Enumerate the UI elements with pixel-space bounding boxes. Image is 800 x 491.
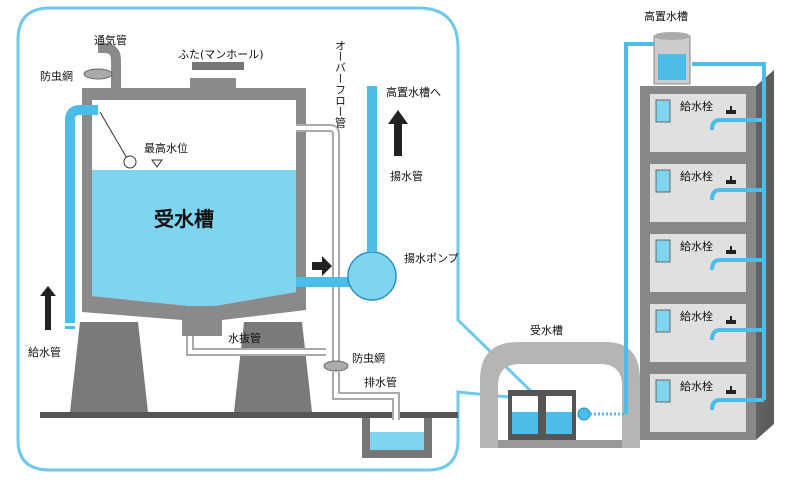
supply-arrow bbox=[40, 286, 56, 330]
label-max-water-level: 最高水位 bbox=[144, 141, 188, 155]
label-drainage-pipe: 排水管 bbox=[364, 375, 397, 389]
faucet-handles bbox=[726, 106, 736, 394]
riser-pipe bbox=[624, 42, 654, 414]
vent-pipe-shape bbox=[98, 43, 121, 88]
receiving-tank-unit-1 bbox=[508, 390, 542, 440]
label-faucet-2: 給水栓 bbox=[680, 169, 713, 183]
label-pump: 揚水ポンプ bbox=[404, 252, 459, 265]
label-faucet-1: 給水栓 bbox=[680, 99, 713, 113]
tank-support-left bbox=[70, 322, 148, 412]
insect-screen-bottom-shape bbox=[323, 360, 349, 372]
label-faucet-5: 給水栓 bbox=[680, 379, 713, 393]
label-faucet-3: 給水栓 bbox=[680, 239, 713, 253]
label-pump-pipe: 揚水管 bbox=[390, 169, 423, 183]
tank-water bbox=[92, 170, 296, 306]
manhole-lid bbox=[192, 62, 244, 70]
label-elevated-tank: 高置水槽 bbox=[644, 9, 688, 23]
label-tank-name: 受水槽 bbox=[154, 207, 214, 231]
pump-up-arrow bbox=[388, 110, 408, 156]
label-insect-screen-top: 防虫網 bbox=[40, 69, 73, 83]
down-pipe bbox=[692, 62, 766, 400]
receiving-tank-unit-2 bbox=[542, 390, 576, 440]
insect-screen-top-shape bbox=[83, 68, 113, 80]
elevated-tank-shape bbox=[653, 32, 691, 85]
pump-shape bbox=[347, 251, 397, 301]
label-manhole: ふた(マンホール) bbox=[178, 48, 264, 61]
tank-support-right bbox=[234, 322, 312, 412]
building-floors bbox=[650, 94, 746, 432]
label-overflow-pipe: オーバーフロー管 bbox=[334, 40, 347, 129]
faucet-branches bbox=[710, 118, 764, 411]
label-faucet-4: 給水栓 bbox=[680, 309, 713, 323]
label-drain-pipe: 水抜管 bbox=[228, 331, 261, 345]
label-vent-pipe: 通気管 bbox=[94, 33, 127, 47]
label-insect-screen-bottom: 防虫網 bbox=[352, 351, 385, 365]
label-to-elevated-tank: 高置水槽へ bbox=[386, 85, 441, 99]
ground-line bbox=[40, 412, 458, 418]
supply-pipe-shape bbox=[65, 105, 98, 320]
label-supply-pipe: 給水管 bbox=[28, 345, 61, 359]
label-receiving-tank: 受水槽 bbox=[530, 324, 563, 337]
